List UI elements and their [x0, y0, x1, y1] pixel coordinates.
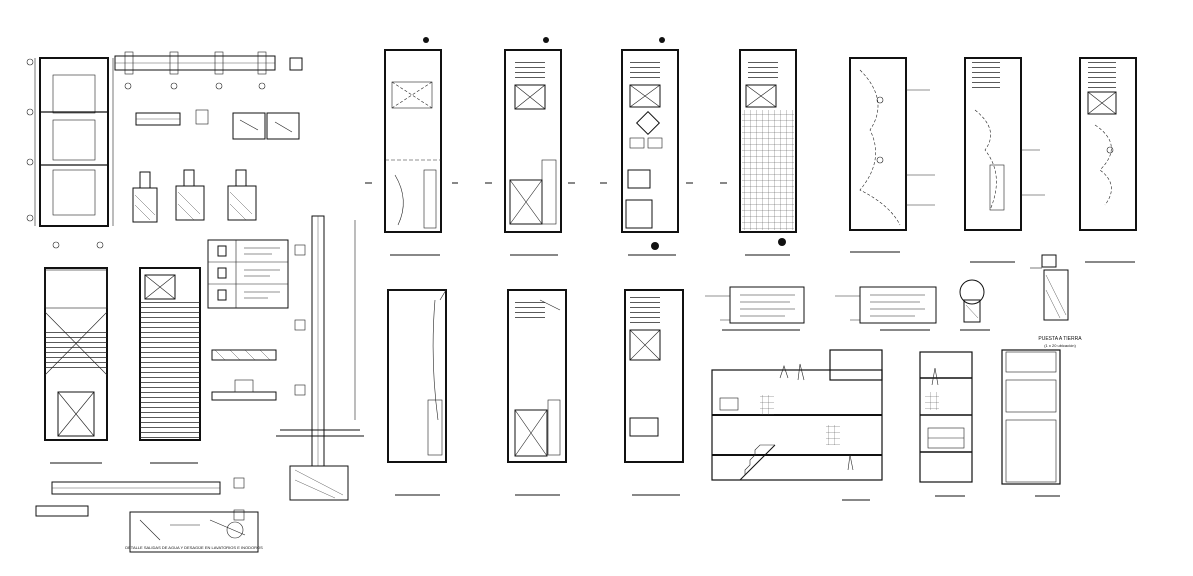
building-section	[711, 349, 883, 501]
electrical-plan-2	[964, 57, 1045, 263]
beam-elevation	[114, 51, 303, 90]
side-elevation	[919, 351, 973, 497]
front-facade	[1001, 349, 1061, 497]
footing-details	[132, 169, 257, 223]
upper-floor-plan-3	[624, 289, 684, 496]
spec-notes-1	[705, 286, 805, 331]
floor-plan-1	[365, 37, 458, 256]
foundation-plan	[26, 57, 114, 249]
ground-scale: (1 x 20 ubicación)	[1044, 343, 1076, 348]
roof-plan-1	[44, 267, 108, 464]
floor-plan-3	[600, 37, 693, 256]
ground-label: PUESTA A TIERRA	[1038, 336, 1082, 342]
roof-plan-2	[139, 267, 201, 464]
slab-details	[211, 349, 277, 401]
upper-floor-plan-2	[507, 289, 567, 496]
floor-plan-4-tiled	[720, 49, 797, 256]
electrical-plan-3	[1079, 57, 1137, 263]
legend-table	[207, 239, 289, 309]
wall-section-detail	[135, 109, 300, 140]
column-elevation	[276, 215, 364, 501]
beam-detail-bottom: DETALLE SALIDAS DE AGUA Y DESAGÜE EN LAV…	[35, 477, 263, 553]
grounding-detail: PUESTA A TIERRA (1 x 20 ubicación)	[959, 254, 1082, 348]
electrical-plan-1	[849, 57, 935, 253]
spec-notes-2	[835, 286, 937, 331]
detail-caption: DETALLE SALIDAS DE AGUA Y DESAGÜE EN LAV…	[125, 545, 263, 550]
floor-plan-2	[485, 37, 575, 256]
upper-floor-plan-1	[387, 289, 447, 496]
